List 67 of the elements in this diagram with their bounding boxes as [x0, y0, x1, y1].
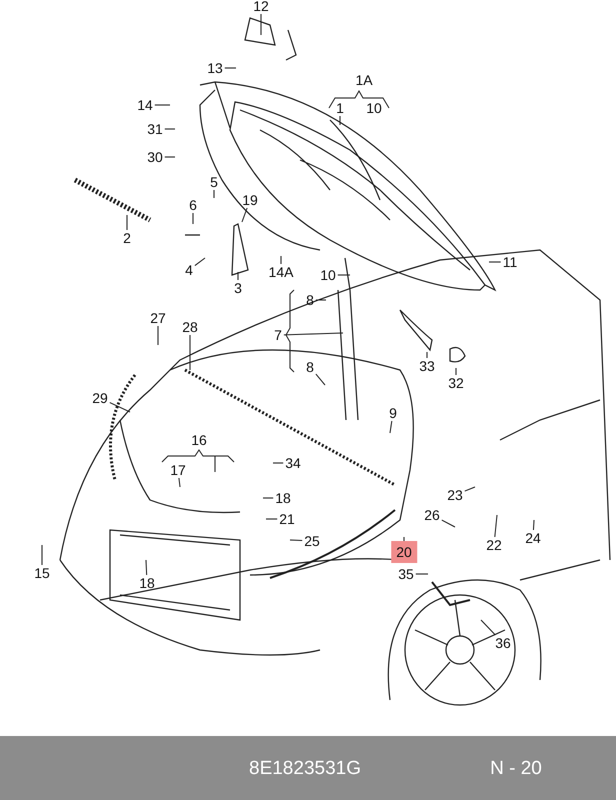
- leader-line: [109, 402, 130, 412]
- callout-number: 17: [168, 462, 188, 478]
- leader-line: [164, 156, 176, 158]
- callout-number: 34: [283, 455, 303, 471]
- callout-number: 18: [137, 575, 157, 591]
- leader-line: [290, 540, 303, 542]
- leader-line: [480, 620, 496, 636]
- callout-number: 23: [445, 487, 465, 503]
- leader-line: [192, 212, 194, 224]
- leader-line: [126, 214, 128, 230]
- callout-number: 1A: [354, 72, 374, 88]
- leader-line: [337, 274, 350, 276]
- callout-number: 9: [387, 405, 399, 421]
- callout-number: 2: [121, 230, 133, 246]
- leader-line: [272, 462, 284, 464]
- leader-line: [242, 208, 248, 222]
- callout-number: 16: [190, 432, 208, 448]
- leader-line: [315, 374, 326, 386]
- callout-number: 33: [417, 358, 437, 374]
- callout-number: 19: [240, 192, 260, 208]
- callout-number: 6: [187, 197, 199, 213]
- callout-number: 12: [251, 0, 271, 14]
- leader-line: [426, 352, 428, 358]
- callout-number: 14: [135, 97, 155, 113]
- callout-number: 10: [365, 100, 383, 116]
- leader-line: [154, 104, 170, 106]
- callout-number: 3: [232, 280, 244, 296]
- callout-number: 28: [180, 319, 200, 335]
- part-number: 8E1823531G: [249, 758, 361, 780]
- leader-line: [260, 14, 262, 36]
- leader-line: [532, 520, 534, 530]
- callout-number: 27: [148, 310, 168, 326]
- leader-line: [283, 332, 344, 336]
- callout-number: 30: [145, 149, 165, 165]
- leader-line: [441, 520, 456, 528]
- callout-number: 4: [183, 262, 195, 278]
- callout-number: 1: [334, 100, 346, 116]
- callout-number: 31: [145, 121, 165, 137]
- leader-line: [178, 478, 180, 488]
- callout-number: 24: [523, 530, 543, 546]
- callout-number: 26: [422, 507, 442, 523]
- leader-line: [390, 420, 392, 434]
- callout-number: 29: [90, 390, 110, 406]
- callout-number: 15: [32, 565, 52, 581]
- leader-line: [164, 128, 176, 130]
- callout-number: 36: [493, 635, 513, 651]
- callout-number: 18: [273, 490, 293, 506]
- callout-number: 14A: [266, 264, 296, 280]
- callout-number: 32: [446, 375, 466, 391]
- callout-number: 35: [396, 566, 416, 582]
- leader-line: [464, 486, 476, 492]
- callout-number: 11: [500, 254, 520, 270]
- leader-line: [194, 258, 206, 266]
- page-number: N - 20: [490, 758, 542, 780]
- leader-line: [494, 514, 498, 538]
- leader-line: [266, 518, 278, 520]
- callout-number: 25: [302, 533, 322, 549]
- callout-number: 22: [484, 537, 504, 553]
- callout-number: 13: [205, 60, 225, 76]
- highlighted-callout-number: 20: [391, 541, 417, 563]
- leader-line: [280, 256, 282, 264]
- callout-number: 7: [272, 327, 284, 343]
- leader-line: [146, 560, 148, 576]
- callout-number: 10: [318, 267, 338, 283]
- callout-number: 5: [208, 174, 220, 190]
- callout-number: 21: [277, 511, 297, 527]
- callout-number: 8: [304, 359, 316, 375]
